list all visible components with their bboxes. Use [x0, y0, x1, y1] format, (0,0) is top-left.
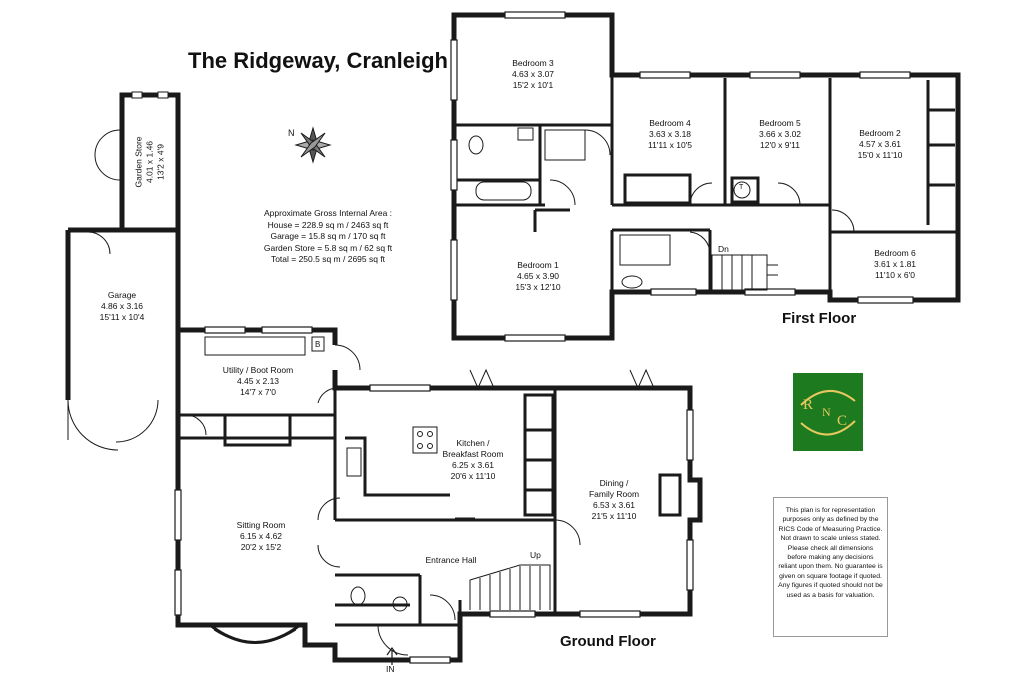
area-total: Total = 250.5 sq m / 2695 sq ft	[270, 254, 386, 264]
tank-label: T	[739, 184, 744, 191]
area-heading: Approximate Gross Internal Area :	[263, 208, 393, 218]
boiler-label: B	[315, 340, 321, 349]
agency-logo: R N C	[793, 373, 863, 451]
ground-floor-label: Ground Floor	[560, 633, 656, 650]
plan-title: The Ridgeway, Cranleigh	[188, 48, 448, 73]
area-garage: Garage = 15.8 sq m / 170 sq ft	[270, 231, 386, 241]
area-house: House = 228.9 sq m / 2463 sq ft	[267, 219, 389, 230]
stairs-up-label: Up	[530, 550, 541, 560]
logo-swirl-icon	[800, 389, 856, 436]
first-floor-label: First Floor	[782, 310, 857, 327]
compass-north-label: N	[288, 128, 295, 138]
logo-letter-n: N	[822, 405, 831, 419]
area-summary: Approximate Gross Internal Area : House …	[248, 208, 408, 266]
logo-letter-c: C	[837, 413, 848, 429]
stairs-down-label: Dn	[718, 244, 729, 254]
logo-letter-r: R	[803, 397, 814, 413]
compass-rose-icon	[294, 126, 332, 164]
area-store: Garden Store = 5.8 sq m / 62 sq ft	[263, 242, 393, 253]
room-entrance-hall: Entrance Hall	[425, 555, 477, 565]
entrance-in-label: IN	[386, 664, 395, 674]
disclaimer-box: This plan is for representation purposes…	[773, 497, 888, 637]
